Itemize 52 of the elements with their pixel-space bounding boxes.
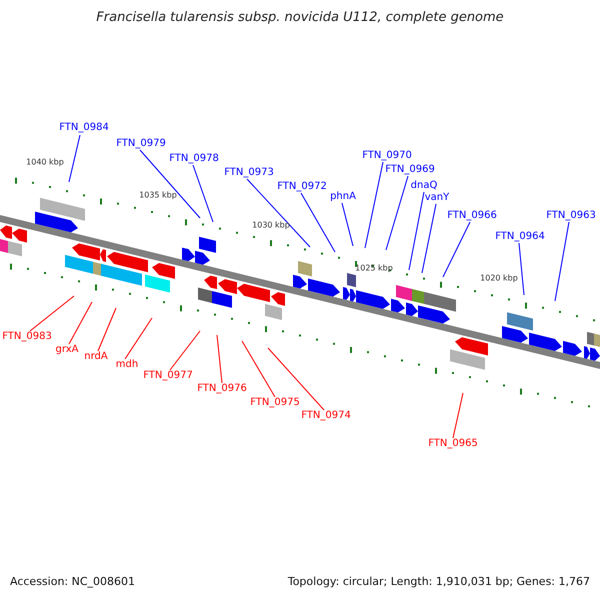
leader-line <box>554 222 570 302</box>
leader-line <box>408 192 424 270</box>
leader-line <box>442 222 470 278</box>
gene-label: FTN_0979 <box>116 138 166 150</box>
leader-line <box>364 162 384 248</box>
scale-label: 1040 kbp <box>26 158 64 166</box>
gene-label: phnA <box>330 191 356 203</box>
gene-label: mdh <box>116 359 138 371</box>
gene-label: FTN_0972 <box>277 181 327 193</box>
leader-line <box>124 318 152 360</box>
leader-line <box>216 334 222 384</box>
gene-label: vanY <box>424 192 450 204</box>
leader-line <box>68 134 80 182</box>
scale-label: 1025 kbp <box>355 264 393 272</box>
accession-text: Accession: NC_008601 <box>10 575 136 588</box>
gene-label: FTN_0984 <box>59 122 109 134</box>
leader-line <box>30 296 74 332</box>
gene-label: FTN_0966 <box>447 210 497 222</box>
leader-line <box>422 204 436 274</box>
gene-label: FTN_0973 <box>224 167 274 179</box>
leader-line <box>386 176 408 250</box>
gene-label: FTN_0969 <box>385 164 435 176</box>
leader-line <box>246 178 310 248</box>
gene-label: FTN_0965 <box>428 438 478 450</box>
leader-line <box>242 340 276 398</box>
genome-info-text: Topology: circular; Length: 1,910,031 bp; Genes: 1,767 <box>288 575 590 588</box>
gene-label: FTN_0963 <box>546 210 596 222</box>
scale-label: 1035 kbp <box>139 190 177 200</box>
scale-label: 1020 kbp <box>480 274 518 282</box>
leader-line <box>192 164 214 222</box>
gene-label: FTN_0976 <box>197 383 247 395</box>
gene-label: FTN_0983 <box>2 331 52 343</box>
gene-label: FTN_0977 <box>143 370 193 382</box>
gene-label: FTN_0974 <box>301 410 351 422</box>
gene-label: nrdA <box>84 351 108 363</box>
leader-line <box>342 202 354 246</box>
leader-line <box>452 392 464 438</box>
scale-label: 1030 kbp <box>252 220 290 230</box>
leader-line <box>518 242 524 296</box>
gene-label: FTN_0975 <box>250 397 300 409</box>
gene-label: dnaQ <box>410 180 438 192</box>
leader-line <box>268 348 324 410</box>
gene-label: grxA <box>56 344 78 356</box>
leader-line <box>300 192 336 252</box>
leader-line <box>170 330 200 370</box>
leader-line <box>140 150 200 218</box>
gene-label: FTN_0978 <box>169 153 219 165</box>
gene-label: FTN_0964 <box>495 231 545 243</box>
leader-line <box>68 302 92 344</box>
gene-label: FTN_0970 <box>362 150 412 162</box>
leader-line <box>98 308 116 352</box>
title: Francisella tularensis subsp. novicida U112, complete genome <box>95 10 505 25</box>
